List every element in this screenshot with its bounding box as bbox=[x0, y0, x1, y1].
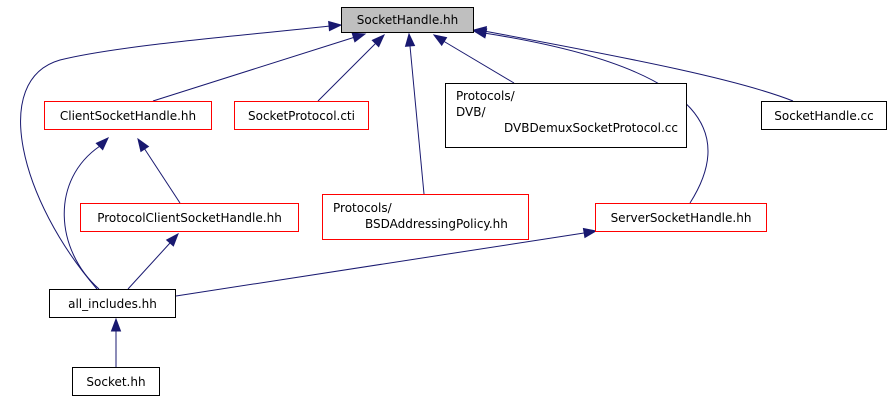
node-protocol-client-socket-handle-hh[interactable]: ProtocolClientSocketHandle.hh bbox=[80, 203, 299, 232]
edge-all-includes-to-server-socket-handle bbox=[175, 227, 598, 297]
edge-connector bbox=[143, 147, 146, 150]
arrowhead bbox=[404, 32, 416, 47]
node-label: ServerSocketHandle.hh bbox=[610, 210, 752, 225]
node-client-socket-handle-hh[interactable]: ClientSocketHandle.hh bbox=[44, 101, 212, 130]
edge-socket-hh-to-all-includes bbox=[110, 317, 122, 367]
node-label: Socket.hh bbox=[86, 374, 146, 389]
edge-bsd-addressing-to-socket-handle bbox=[404, 32, 425, 195]
edge-all-includes-to-socket-handle bbox=[20, 20, 343, 290]
edge-dvb-demux-to-socket-handle bbox=[432, 34, 515, 84]
node-label: all_includes.hh bbox=[68, 296, 157, 311]
node-label-line: BSDAddressingPolicy.hh bbox=[365, 217, 508, 231]
node-server-socket-handle-hh[interactable]: ServerSocketHandle.hh bbox=[595, 203, 767, 232]
edge-line bbox=[127, 242, 171, 290]
arrowhead bbox=[110, 317, 122, 332]
arrowhead bbox=[582, 227, 598, 239]
edge-line bbox=[483, 32, 709, 204]
arrowhead bbox=[137, 137, 150, 153]
edge-connector bbox=[374, 43, 376, 45]
node-socket-hh[interactable]: Socket.hh bbox=[72, 367, 160, 396]
node-bsd-addressing-policy-hh[interactable]: Protocols/ BSDAddressingPolicy.hh bbox=[322, 194, 529, 240]
edge-line bbox=[20, 25, 331, 290]
edge-all-includes-to-client-socket-handle bbox=[63, 136, 110, 290]
arrowhead bbox=[95, 136, 110, 151]
edge-line bbox=[317, 43, 376, 102]
arrowhead bbox=[351, 32, 367, 43]
edge-line bbox=[175, 232, 585, 297]
node-label: ProtocolClientSocketHandle.hh bbox=[97, 210, 282, 225]
node-label-line: DVB/ bbox=[456, 105, 486, 119]
edge-server-socket-handle-to-socket-handle bbox=[472, 28, 709, 204]
edge-line bbox=[63, 145, 101, 290]
edge-connector bbox=[443, 41, 446, 43]
edge-all-includes-to-protocol-client bbox=[127, 232, 179, 290]
edge-socket-protocol-to-socket-handle bbox=[317, 33, 386, 102]
node-label: ClientSocketHandle.hh bbox=[59, 108, 197, 123]
node-socket-protocol-cti[interactable]: SocketProtocol.cti bbox=[234, 101, 369, 130]
node-label-line: DVBDemuxSocketProtocol.cc bbox=[503, 121, 678, 135]
arrowhead bbox=[165, 232, 179, 247]
node-label: SocketProtocol.cti bbox=[248, 108, 355, 123]
edge-line bbox=[409, 45, 425, 195]
node-socket-handle-hh[interactable]: SocketHandle.hh bbox=[341, 7, 474, 33]
edge-line bbox=[143, 147, 181, 204]
edge-line bbox=[483, 30, 794, 102]
node-all-includes-hh[interactable]: all_includes.hh bbox=[49, 289, 176, 318]
edge-client-socket-handle-to-socket-handle bbox=[152, 32, 367, 102]
arrowhead bbox=[432, 34, 448, 47]
edge-line bbox=[152, 37, 353, 102]
edge-protocol-client-to-client-socket-handle bbox=[137, 137, 181, 204]
arrowhead bbox=[328, 20, 343, 32]
node-label: SocketHandle.cc bbox=[774, 108, 874, 123]
edge-line bbox=[444, 41, 515, 84]
node-dvb-demux-socket-protocol-cc[interactable]: Protocols/ DVB/ DVBDemuxSocketProtocol.c… bbox=[445, 83, 687, 148]
node-label: SocketHandle.hh bbox=[356, 13, 459, 27]
node-label-line: Protocols/ bbox=[333, 201, 392, 215]
node-label-line: Protocols/ bbox=[456, 89, 515, 103]
node-socket-handle-cc[interactable]: SocketHandle.cc bbox=[761, 101, 887, 130]
